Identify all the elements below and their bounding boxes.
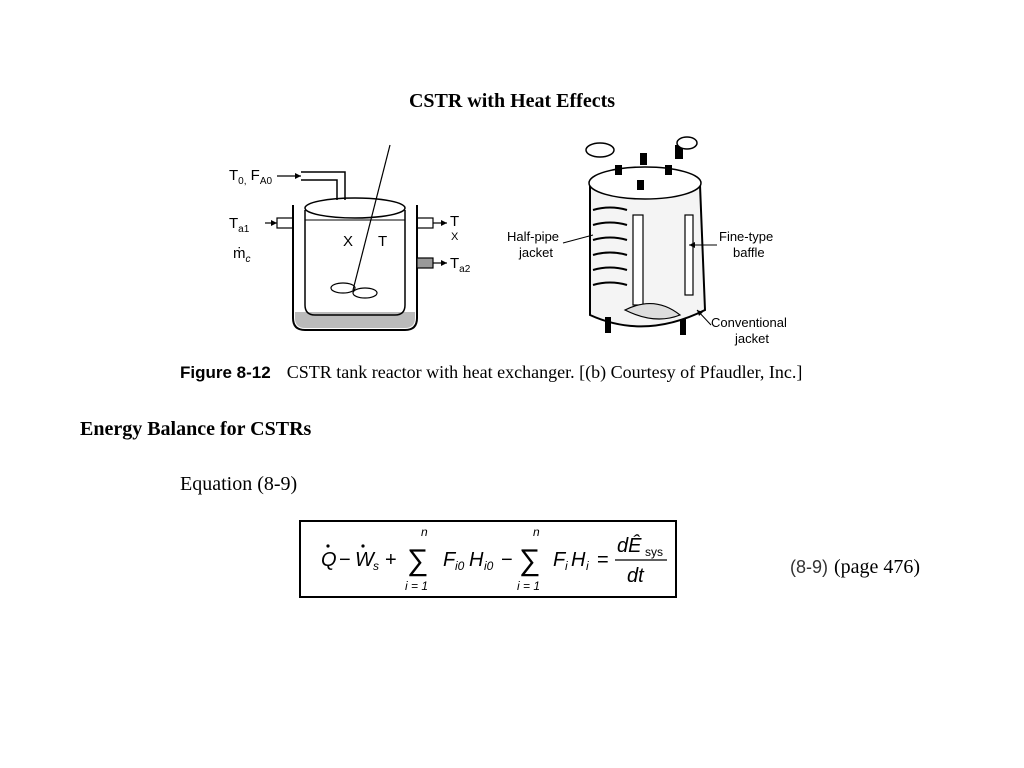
eq-h2-sub: i — [586, 559, 589, 573]
figure-label: Figure 8-12 — [180, 363, 271, 382]
eq-f2: F — [553, 549, 567, 571]
eq-q: Q — [321, 549, 337, 571]
conventional-label-2: jacket — [734, 331, 769, 346]
eq-f1-sub: i0 — [455, 559, 465, 573]
outlet-x-label: X — [451, 231, 459, 243]
coolant-flow-label: ṁc — [233, 245, 251, 265]
section-heading: Energy Balance for CSTRs — [80, 418, 312, 440]
eq-sum1-sign: ∑ — [407, 544, 428, 577]
eq-h1: H — [469, 549, 484, 571]
baffle-label-2: baffle — [733, 245, 765, 260]
eq-sum2-lower: i = 1 — [517, 579, 540, 593]
eq-minus-2: − — [501, 549, 513, 571]
equation-reference: Equation (8-9) — [180, 473, 298, 495]
eq-w: W — [355, 549, 376, 571]
eq-sum1-upper: n — [421, 525, 428, 539]
cstr-schematic: T0, FA0 Ta1 ṁc X T T X Ta2 — [229, 144, 471, 331]
tank-x-label: X — [343, 233, 353, 250]
equation-box: Q − W s + n ∑ i = 1 F i0 H i0 − n ∑ i = … — [299, 520, 677, 598]
page-number: (page 476) — [834, 556, 921, 578]
tank-t-label: T — [378, 233, 387, 250]
eq-h1-sub: i0 — [484, 559, 494, 573]
eq-denominator: dt — [627, 565, 645, 587]
eq-f2-sub: i — [565, 559, 568, 573]
figure-caption: Figure 8-12 CSTR tank reactor with heat e… — [180, 362, 802, 383]
eq-sum2-sign: ∑ — [519, 544, 540, 577]
eq-sum2-upper: n — [533, 525, 540, 539]
coolant-out-label: Ta2 — [450, 255, 471, 275]
page-reference: (8-9)(page 476) — [790, 556, 920, 579]
eq-minus-1: − — [339, 549, 351, 571]
half-pipe-label-1: Half-pipe — [507, 229, 559, 244]
eq-equals: = — [597, 549, 609, 571]
pfaudler-vessel-illustration: Half-pipe jacket Fine-type baffle Conven… — [507, 136, 787, 346]
eq-f1: F — [443, 549, 457, 571]
half-pipe-label-2: jacket — [518, 245, 553, 260]
equation-number: (8-9) — [790, 557, 829, 577]
conventional-label-1: Conventional — [711, 315, 787, 330]
eq-numerator-sub: sys — [645, 545, 663, 559]
outlet-t-label: T — [450, 213, 459, 230]
figure-caption-text: CSTR tank reactor with heat exchanger. [… — [286, 362, 803, 382]
eq-w-sub: s — [373, 559, 379, 573]
coolant-in-label: Ta1 — [229, 215, 250, 235]
eq-numerator: dÊ — [617, 534, 642, 557]
slide-title: CSTR with Heat Effects — [408, 90, 616, 112]
feed-label: T0, FA0 — [229, 167, 273, 187]
energy-balance-equation: Q − W s + n ∑ i = 1 F i0 H i0 − n ∑ i = … — [321, 525, 667, 593]
eq-h2: H — [571, 549, 586, 571]
eq-plus: + — [385, 549, 397, 571]
eq-sum1-lower: i = 1 — [405, 579, 428, 593]
baffle-label-1: Fine-type — [719, 229, 773, 244]
